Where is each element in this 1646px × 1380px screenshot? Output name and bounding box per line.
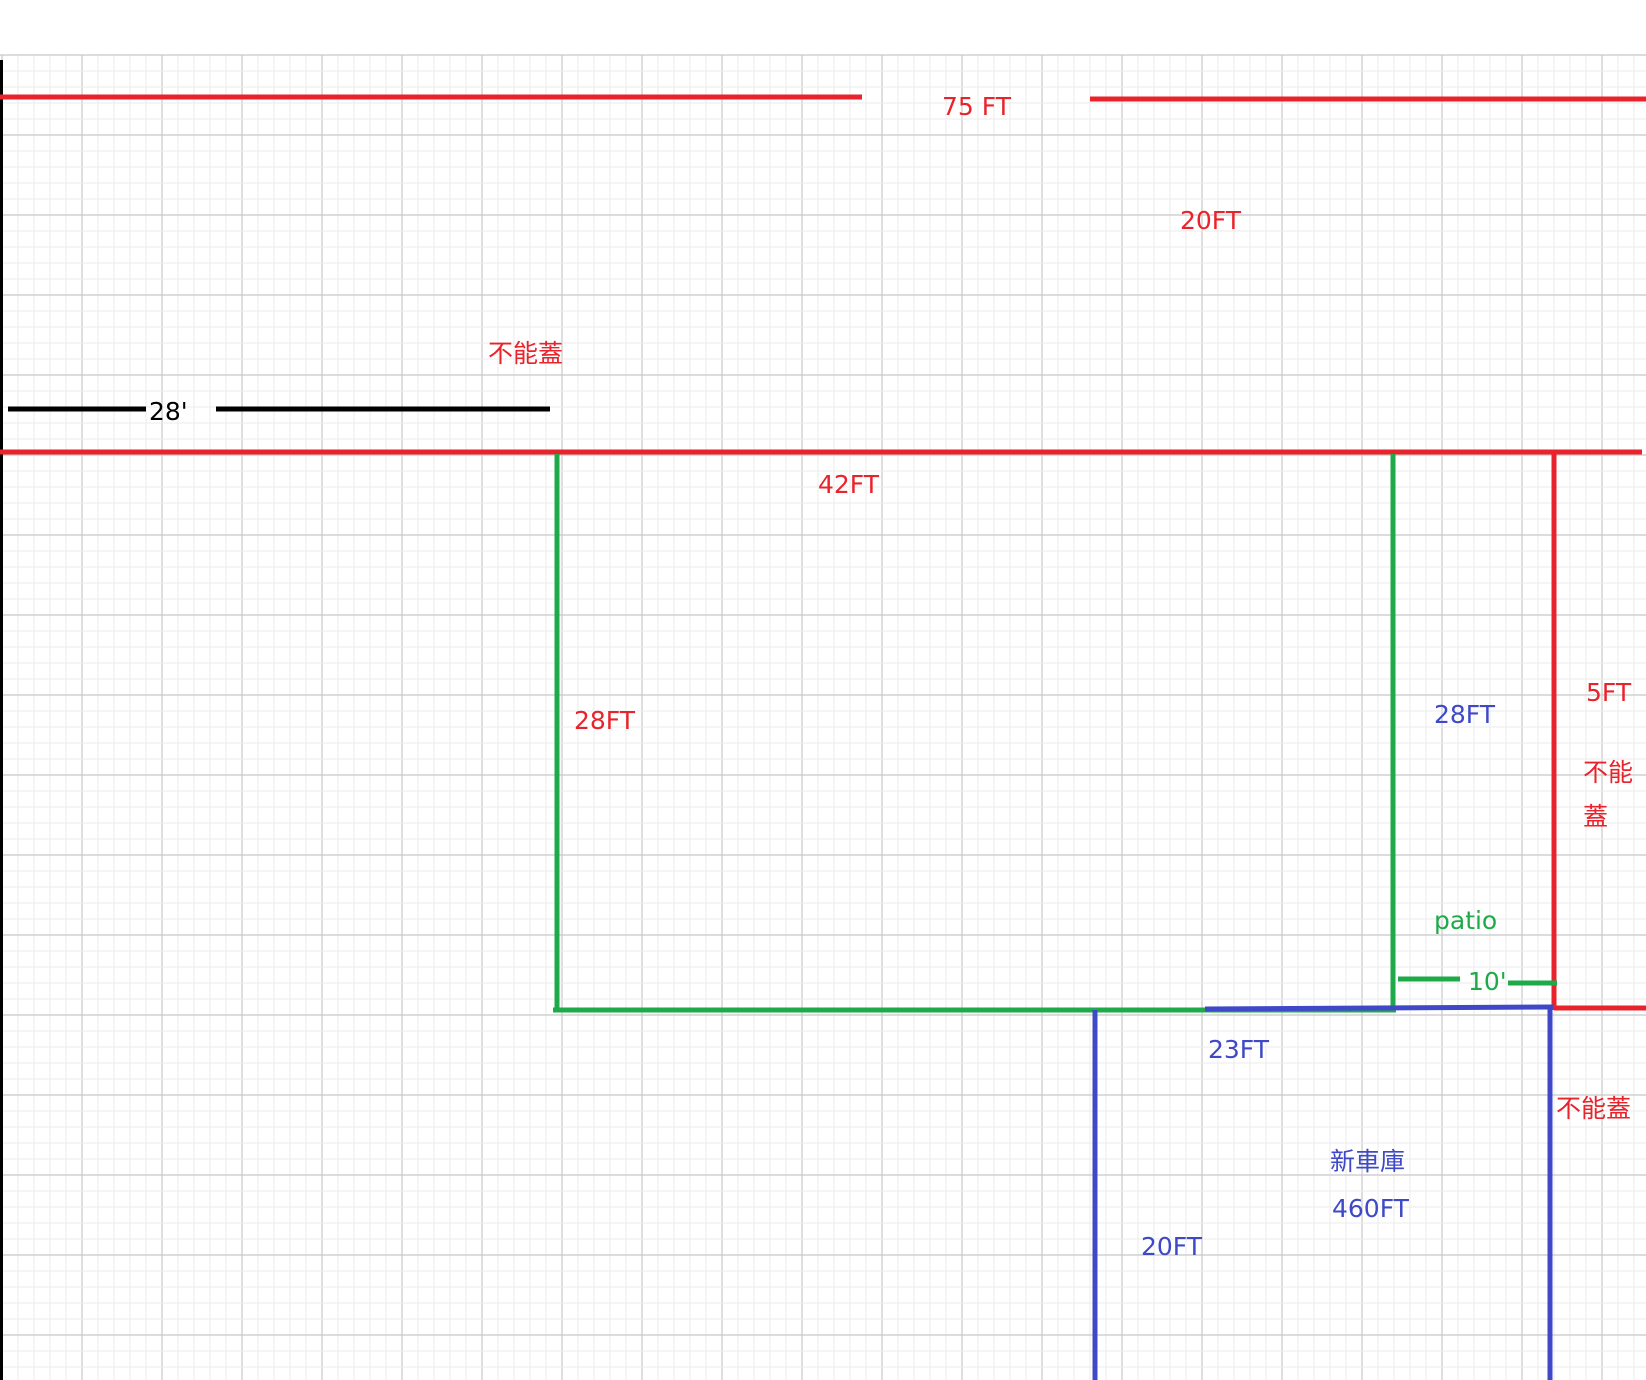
no-build-bottom-label: 不能蓋 [1556,1094,1631,1123]
garage-name-label: 新車庫 [1330,1147,1405,1176]
patio-width-label: 10' [1468,967,1507,996]
patio-label: patio [1434,906,1497,935]
right-setback-label: 5FT [1586,678,1632,707]
no-build-top-label: 不能蓋 [488,339,563,368]
garage-area-label: 460FT [1332,1194,1410,1223]
garage-width-label: 23FT [1208,1035,1270,1064]
graph-paper-grid [0,54,1646,1380]
side-setback-label: 28' [149,397,188,426]
front-setback-label: 20FT [1180,206,1242,235]
garage-depth-label: 20FT [1141,1232,1203,1261]
house-outline [553,454,1557,1013]
right-depth-label: 28FT [1434,700,1496,729]
garage-outline [1092,1004,1554,1380]
house-width-label: 42FT [818,470,880,499]
house-depth-label: 28FT [574,706,636,735]
no-build-right-label-line1: 不能 [1583,758,1633,787]
garage-top-wall [1204,1004,1554,1012]
lot-width-label: 75 FT [942,92,1012,121]
no-build-right-label-line2: 蓋 [1583,802,1608,831]
red-setback-lines [0,94,1646,1011]
